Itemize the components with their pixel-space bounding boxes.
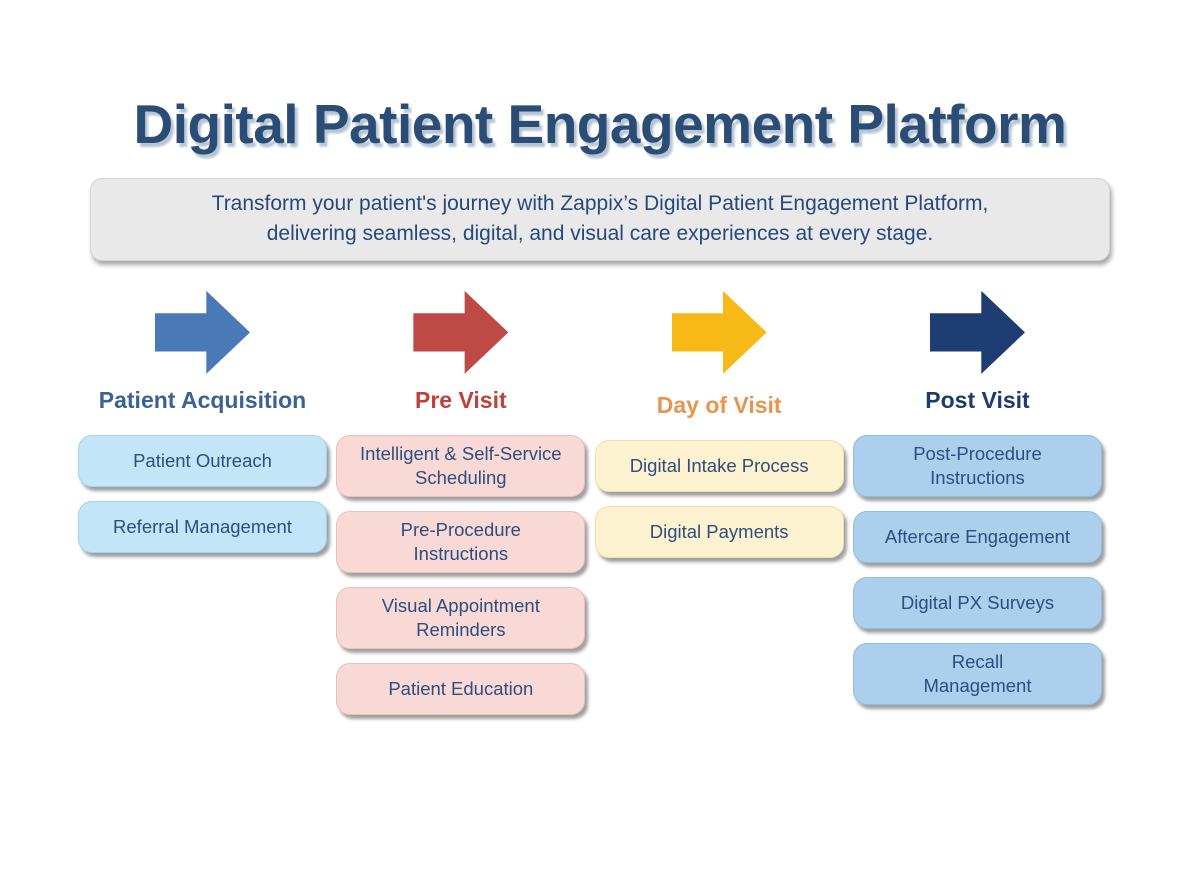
list-item: Digital PX Surveys	[852, 576, 1102, 629]
right-arrow-icon	[671, 290, 767, 374]
column-box-list: Intelligent & Self-Service Scheduling Pr…	[336, 434, 586, 716]
stage-columns: Patient Acquisition Patient Outreach Ref…	[0, 290, 1200, 716]
list-item: Referral Management	[78, 500, 327, 553]
column-post-visit: Post Visit Post-Procedure Instructions A…	[852, 290, 1102, 715]
list-item: Patient Education	[336, 663, 586, 716]
page-title: Digital Patient Engagement Platform	[133, 93, 1067, 155]
column-box-list: Post-Procedure Instructions Aftercare En…	[852, 434, 1102, 706]
list-item: Intelligent & Self-Service Scheduling	[336, 434, 586, 497]
column-header-post-visit: Post Visit	[925, 386, 1030, 413]
list-item: Digital Payments	[594, 505, 844, 558]
subtitle-banner: Transform your patient's journey with Za…	[90, 178, 1110, 261]
right-arrow-icon	[413, 290, 509, 374]
subtitle-line-2: delivering seamless, digital, and visual…	[266, 222, 934, 246]
infographic-canvas: Digital Patient Engagement Platform Tran…	[0, 92, 1200, 892]
column-day-of-visit: Day of Visit Digital Intake Process Digi…	[594, 290, 844, 715]
list-item: Visual Appointment Reminders	[336, 587, 586, 650]
right-arrow-icon	[929, 290, 1025, 374]
list-item: Digital Intake Process	[594, 439, 844, 492]
column-patient-acquisition: Patient Acquisition Patient Outreach Ref…	[78, 290, 327, 715]
subtitle-line-1: Transform your patient's journey with Za…	[211, 192, 989, 215]
column-pre-visit: Pre Visit Intelligent & Self-Service Sch…	[336, 290, 586, 716]
list-item: Recall Management	[852, 642, 1102, 706]
column-box-list: Patient Outreach Referral Management	[78, 434, 327, 553]
column-header-pre-visit: Pre Visit	[415, 386, 507, 413]
column-header-day-of-visit: Day of Visit	[656, 391, 782, 418]
list-item: Aftercare Engagement	[852, 510, 1102, 563]
column-box-list: Digital Intake Process Digital Payments	[594, 439, 844, 558]
list-item: Patient Outreach	[78, 434, 327, 487]
right-arrow-icon	[155, 290, 250, 374]
column-header-patient-acquisition: Patient Acquisition	[98, 386, 307, 413]
list-item: Pre-Procedure Instructions	[336, 510, 586, 574]
list-item: Post-Procedure Instructions	[852, 434, 1102, 497]
